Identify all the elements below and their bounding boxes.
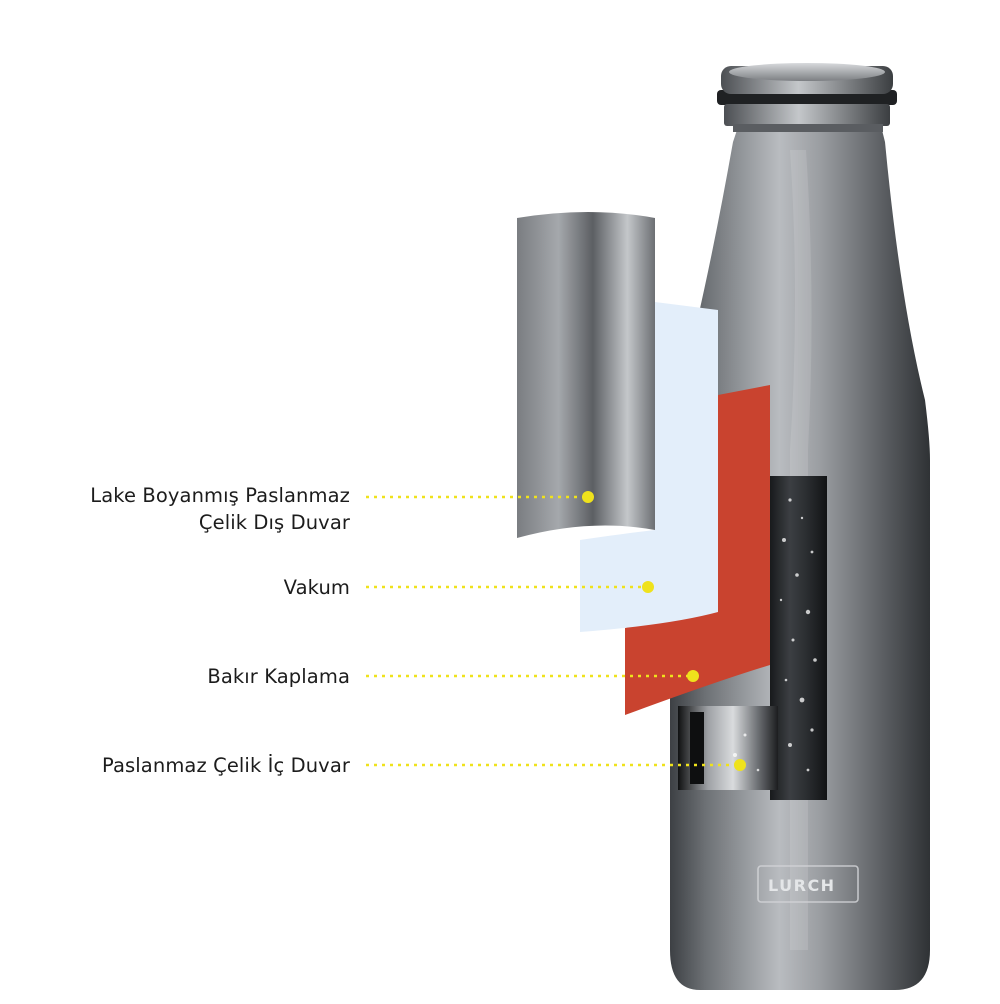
label-outer-wall-line2: Çelik Dış Duvar — [198, 511, 350, 534]
water-bubbles — [733, 498, 817, 772]
outer-wall-layer — [517, 212, 655, 538]
label-inner-wall: Paslanmaz Çelik İç Duvar — [102, 752, 350, 779]
vacuum-layer — [580, 302, 718, 632]
copper-layer — [625, 385, 770, 715]
brand-logo: LURCH — [757, 865, 859, 903]
bottle-cap — [717, 63, 897, 132]
label-copper-text: Bakır Kaplama — [207, 665, 350, 688]
label-vacuum: Vakum — [284, 574, 350, 601]
svg-text:LURCH: LURCH — [768, 876, 836, 895]
marker-vacuum — [642, 581, 654, 593]
bottle-cutaway-window — [678, 476, 827, 800]
label-inner-wall-text: Paslanmaz Çelik İç Duvar — [102, 754, 350, 777]
marker-outer-wall — [582, 491, 594, 503]
label-outer-wall: Lake Boyanmış Paslanmaz Çelik Dış Duvar — [90, 482, 350, 536]
leader-vacuum — [366, 581, 654, 593]
leader-outer-wall — [366, 491, 594, 503]
label-copper: Bakır Kaplama — [207, 663, 350, 690]
label-vacuum-text: Vakum — [283, 576, 350, 599]
leader-inner-wall — [366, 759, 746, 771]
marker-copper — [687, 670, 699, 682]
leader-copper — [366, 670, 699, 682]
marker-inner-wall — [734, 759, 746, 771]
label-outer-wall-line1: Lake Boyanmış Paslanmaz — [90, 484, 350, 507]
